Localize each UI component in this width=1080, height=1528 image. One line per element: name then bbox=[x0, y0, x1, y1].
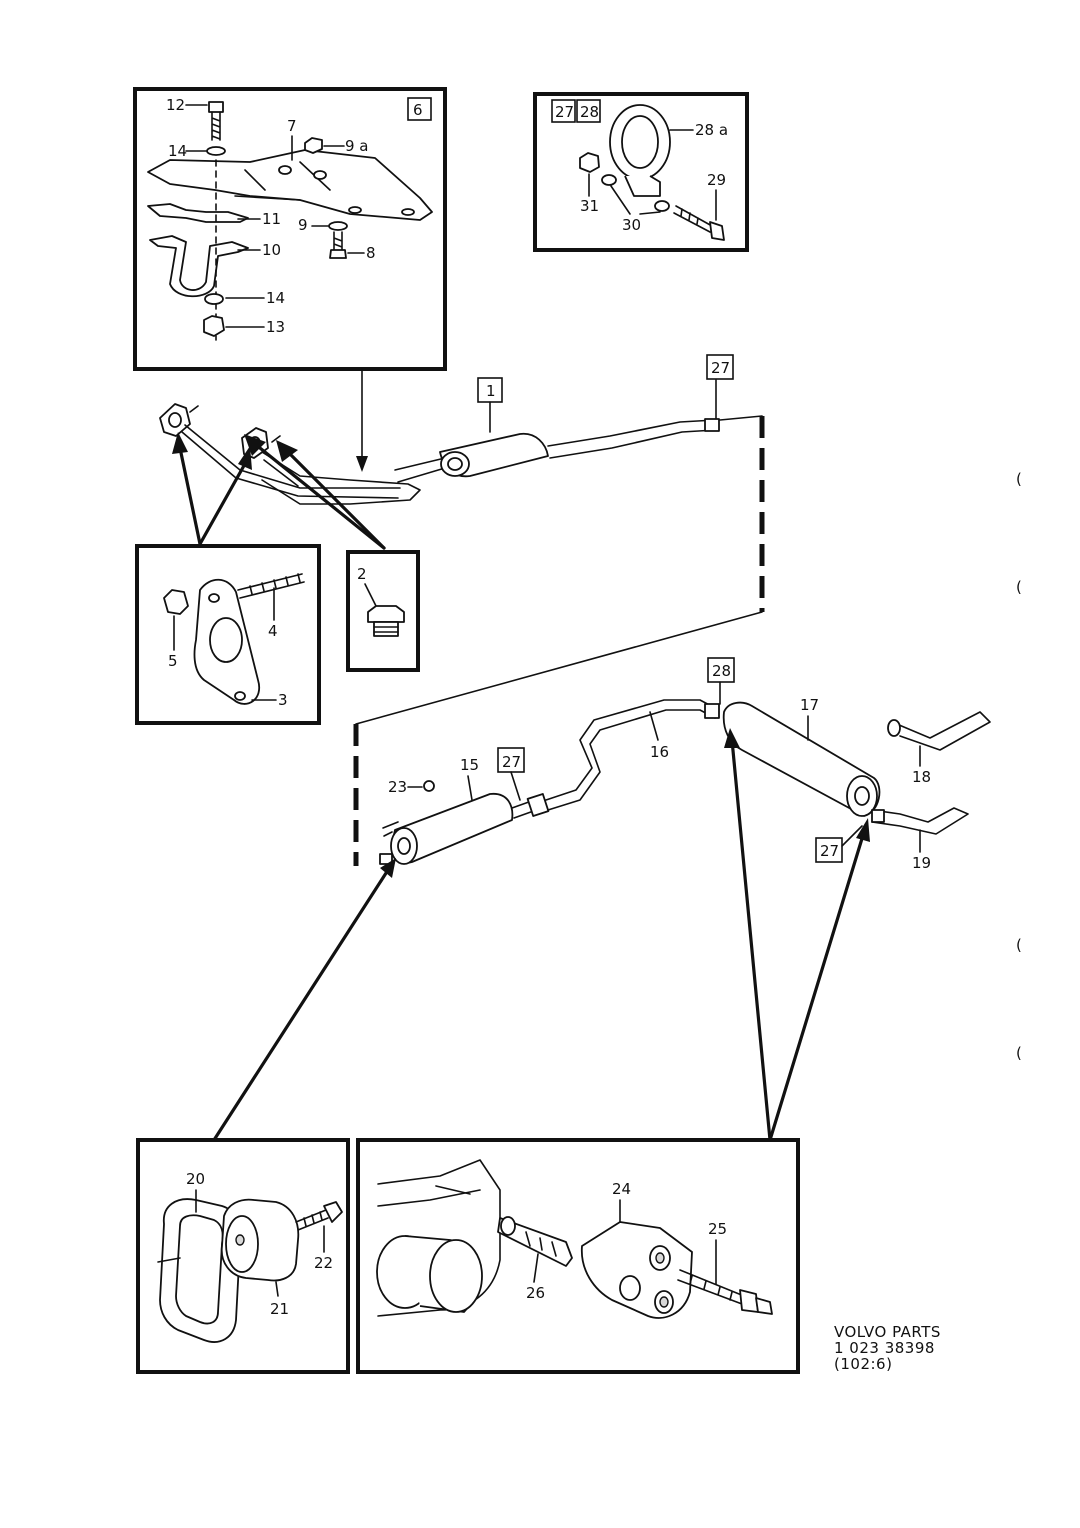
label-29: 29 bbox=[707, 171, 726, 189]
ref-27-rear-joint: 27 bbox=[820, 842, 839, 860]
ref-27-clamp-box: 27 bbox=[555, 103, 574, 121]
label-9a: 9 a bbox=[345, 137, 369, 155]
ref-27-front-joint: 27 bbox=[711, 359, 730, 377]
label-10: 10 bbox=[262, 241, 281, 259]
label-12: 12 bbox=[166, 96, 185, 114]
label-28a: 28 a bbox=[695, 121, 728, 139]
ref-28-rear-joint: 28 bbox=[712, 662, 731, 680]
footer-line-1: VOLVO PARTS bbox=[834, 1323, 941, 1341]
footer-line-2: 1 023 38398 bbox=[834, 1339, 935, 1357]
label-26: 26 bbox=[526, 1284, 545, 1302]
connection-dash bbox=[353, 415, 765, 866]
label-3: 3 bbox=[278, 691, 288, 709]
label-23: 23 bbox=[388, 778, 407, 796]
footer-note: VOLVO PARTS 1 023 38398 (102:6) bbox=[834, 1323, 941, 1373]
ref-28-clamp-box: 28 bbox=[580, 103, 599, 121]
label-22: 22 bbox=[314, 1254, 333, 1272]
margin-mark-2: ( bbox=[1016, 578, 1022, 596]
label-20: 20 bbox=[186, 1170, 205, 1188]
label-4: 4 bbox=[268, 622, 278, 640]
label-14-bottom: 14 bbox=[266, 289, 285, 307]
label-9: 9 bbox=[298, 216, 308, 234]
detail-box-clamp: 27 28 28 a 31 30 29 bbox=[533, 92, 749, 252]
detail-box-plug: 2 bbox=[346, 550, 420, 672]
detail-box-rubber-mount: 20 21 22 bbox=[136, 1138, 350, 1374]
ref-1: 1 bbox=[486, 382, 496, 400]
detail-box-flange: 4 5 3 bbox=[135, 544, 321, 725]
label-24: 24 bbox=[612, 1180, 631, 1198]
footer-line-3: (102:6) bbox=[834, 1355, 892, 1373]
ref-27-middle-joint: 27 bbox=[502, 753, 521, 771]
label-16: 16 bbox=[650, 743, 669, 761]
label-5: 5 bbox=[168, 652, 178, 670]
label-17: 17 bbox=[800, 696, 819, 714]
ref-6: 6 bbox=[413, 101, 423, 119]
label-31: 31 bbox=[580, 197, 599, 215]
label-7: 7 bbox=[287, 117, 297, 135]
margin-mark-1: ( bbox=[1016, 470, 1022, 488]
label-18: 18 bbox=[912, 768, 931, 786]
rear-assembly: 23 15 27 16 28 17 19 bbox=[379, 657, 991, 872]
label-14-top: 14 bbox=[168, 142, 187, 160]
detail-box-rear-mount: 26 24 25 bbox=[356, 1138, 800, 1374]
label-13: 13 bbox=[266, 318, 285, 336]
label-30: 30 bbox=[622, 216, 641, 234]
margin-mark-4: ( bbox=[1016, 1044, 1022, 1062]
label-8: 8 bbox=[366, 244, 376, 262]
label-21: 21 bbox=[270, 1300, 289, 1318]
front-pipe-assembly: 1 27 bbox=[159, 354, 734, 550]
margin-marks: ( ( ( ( bbox=[1016, 470, 1022, 1062]
label-11: 11 bbox=[262, 210, 281, 228]
margin-mark-3: ( bbox=[1016, 936, 1022, 954]
label-25: 25 bbox=[708, 1220, 727, 1238]
detail-box-hanger: 6 12 14 7 9 a 11 10 14 bbox=[133, 87, 447, 371]
label-2: 2 bbox=[357, 565, 367, 583]
pointer-arrows bbox=[212, 728, 870, 1142]
label-15: 15 bbox=[460, 756, 479, 774]
label-19: 19 bbox=[912, 854, 931, 872]
